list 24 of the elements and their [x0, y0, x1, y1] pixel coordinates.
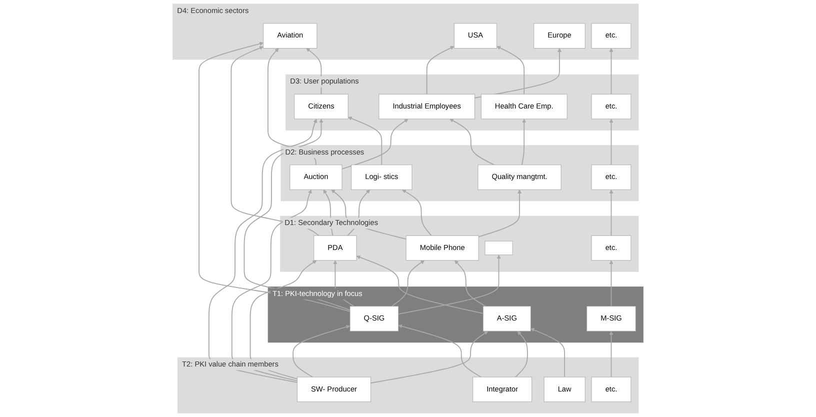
arrow — [426, 46, 454, 95]
arrow — [521, 118, 526, 166]
arrow — [478, 189, 522, 238]
arrow — [450, 118, 495, 166]
arrow — [454, 260, 486, 307]
arrow — [398, 324, 482, 378]
arrow — [391, 260, 425, 307]
arrow — [292, 324, 350, 378]
arrow — [609, 189, 614, 236]
arrow — [609, 260, 614, 307]
arrow — [198, 42, 350, 312]
arrow — [402, 189, 432, 236]
arrow — [514, 330, 528, 378]
arrow — [348, 116, 382, 166]
node-box — [484, 240, 513, 256]
arrow — [342, 118, 408, 170]
arrow — [530, 328, 566, 378]
arrow — [370, 330, 488, 384]
arrow — [609, 118, 614, 166]
arrow — [609, 48, 614, 95]
arrow — [356, 255, 484, 314]
arrow — [398, 254, 501, 315]
arrow — [496, 46, 525, 95]
arrow — [609, 330, 614, 378]
